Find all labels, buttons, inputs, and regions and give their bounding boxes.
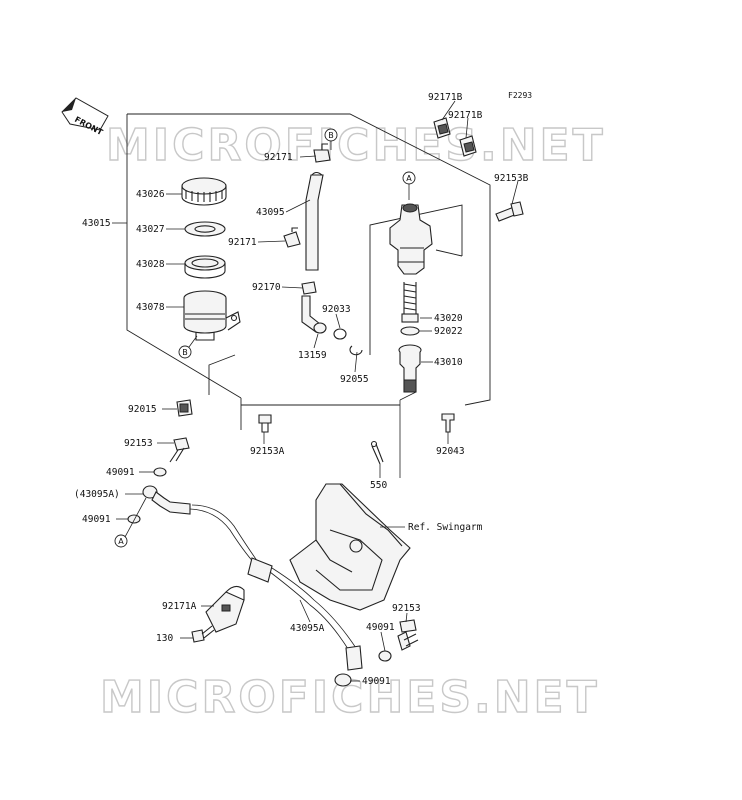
cotter-pin-550: [370, 440, 384, 465]
bolt-92153a: [258, 414, 272, 433]
push-rod: [398, 344, 422, 393]
label-92171b-2: 92171B: [448, 110, 483, 121]
callout-b-top: B: [324, 128, 338, 150]
brake-hose: [142, 485, 363, 671]
label-92055: 92055: [340, 374, 369, 385]
label-43095: 43095: [256, 207, 285, 218]
label-43028: 43028: [136, 259, 165, 270]
reservoir-tank: [183, 290, 241, 341]
hose-clamp-middle: [283, 227, 301, 248]
label-92153-top: 92153: [124, 438, 153, 449]
callout-b-reservoir: B: [178, 335, 198, 359]
label-43078: 43078: [136, 302, 165, 313]
front-arrow-icon: FRONT: [61, 97, 109, 137]
ref-swingarm-label: Ref. Swingarm: [408, 522, 483, 533]
label-49091-2: 49091: [82, 514, 111, 525]
label-92015: 92015: [128, 404, 157, 415]
hose-clamp-upper: [313, 143, 331, 163]
washer-49091-c: [378, 650, 392, 662]
label-13159: 13159: [298, 350, 327, 361]
bolt-130: [191, 625, 215, 643]
washer-49091-b: [127, 514, 141, 524]
hose-elbow: [301, 295, 327, 334]
label-49091-3: 49091: [366, 622, 395, 633]
piston-spring: [401, 282, 419, 323]
label-92171a: 92171A: [162, 601, 197, 612]
watermark-top: MICROFICHES.NET: [106, 120, 606, 171]
o-ring-92033: [333, 328, 347, 340]
circlip-92055: [349, 345, 363, 356]
label-43026: 43026: [136, 189, 165, 200]
label-92153-bottom: 92153: [392, 603, 421, 614]
master-cylinder-body: [389, 203, 433, 275]
label-43020: 43020: [434, 313, 463, 324]
label-550: 550: [370, 480, 387, 491]
label-49091-1: 49091: [106, 467, 135, 478]
label-43095a: 43095A: [290, 623, 325, 634]
bracket-92015: [176, 399, 193, 417]
part-labels: 92171B 92171B 92171 92153B 43026 43095 4…: [74, 92, 529, 687]
label-92153b: 92153B: [494, 173, 529, 184]
svg-text:A: A: [406, 174, 412, 183]
swingarm-ref: [289, 483, 411, 611]
label-43015: 43015: [82, 218, 111, 229]
label-92171-b: 92171: [228, 237, 257, 248]
label-43027: 43027: [136, 224, 165, 235]
reservoir-hose: [305, 171, 324, 271]
bolt-92153b: [495, 201, 524, 222]
label-130: 130: [156, 633, 173, 644]
clip-92171b-lower: [459, 135, 477, 157]
label-92153a: 92153A: [250, 446, 285, 457]
reservoir-cap: [181, 177, 227, 206]
clamp-92171a: [205, 585, 245, 633]
svg-text:B: B: [328, 131, 334, 140]
washer-49091-d: [334, 673, 352, 687]
label-92022: 92022: [434, 326, 463, 337]
svg-text:A: A: [118, 537, 124, 546]
callout-a-top: A: [402, 171, 416, 200]
label-43010: 43010: [434, 357, 463, 368]
label-92171b-1: 92171B: [428, 92, 463, 103]
label-49091-4: 49091: [362, 676, 391, 687]
diaphragm: [184, 255, 226, 279]
label-92171-a: 92171: [264, 152, 293, 163]
figure-code: F2293: [508, 91, 532, 100]
svg-text:B: B: [182, 348, 188, 357]
clip-92171b-upper: [433, 117, 451, 139]
banjo-bolt-upper: [169, 437, 190, 463]
label-92043: 92043: [436, 446, 465, 457]
diaphragm-plate: [184, 221, 226, 237]
pin-92043: [441, 413, 455, 433]
hose-clamp-lower: [301, 281, 317, 295]
label-92170: 92170: [252, 282, 281, 293]
leader-lines: [112, 100, 519, 682]
seal-92022: [400, 326, 420, 336]
label-92033: 92033: [322, 304, 351, 315]
banjo-bolt-lower: [397, 619, 419, 651]
callout-a-hose: A: [114, 497, 147, 548]
washer-49091-a: [153, 467, 167, 477]
label-43095a-paren: (43095A): [74, 489, 120, 500]
